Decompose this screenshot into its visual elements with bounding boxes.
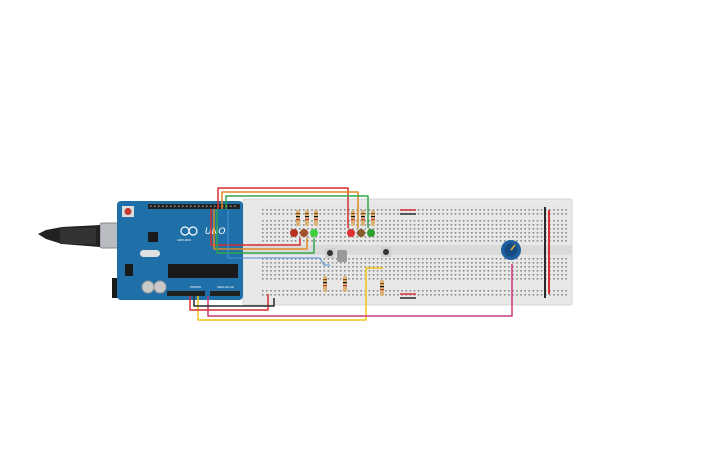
wire-orange-led-5[interactable] [213,209,308,250]
breadboard-holes [262,209,567,296]
wire-orange-led-2[interactable] [221,191,359,228]
breadboard[interactable] [242,198,573,306]
leds [290,229,375,237]
capacitor [141,280,155,294]
resistor[interactable] [361,210,365,226]
power-label: POWER [190,285,201,289]
power-header [167,291,205,296]
atmega-chip [168,264,238,278]
resistor[interactable] [296,210,300,226]
resistor[interactable] [351,210,355,226]
wire-red-led-1[interactable] [217,187,349,228]
usb-chip [148,232,158,242]
analog-header [210,291,240,296]
wire-yellow-analog[interactable] [197,267,383,321]
wire-green-led-3[interactable] [225,195,369,228]
analog-label: ANALOG IN [217,285,234,289]
led-red[interactable] [347,229,355,237]
resistor[interactable] [323,276,327,292]
led-red[interactable] [290,229,298,237]
wire-red-led-4[interactable] [210,209,301,246]
arduino-logo-label: ARDUINO [177,238,192,242]
resistor[interactable] [343,276,347,292]
resistor[interactable] [305,210,309,226]
wire-blue-button[interactable] [227,209,330,266]
resistors [296,210,384,296]
potentiometer[interactable] [501,240,521,260]
crystal [140,250,160,257]
wire-red-5v[interactable] [189,294,269,311]
capacitor [153,280,167,294]
led-orange[interactable] [300,229,308,237]
pushbuttons [325,247,391,262]
resistor[interactable] [371,210,375,226]
led-green[interactable] [310,229,318,237]
pushbutton[interactable] [381,247,391,257]
wire-black-gnd[interactable] [193,296,275,307]
led-orange[interactable] [357,229,365,237]
pushbutton[interactable] [325,248,335,258]
pushbutton[interactable] [337,250,347,262]
resistor[interactable] [314,210,318,226]
wire-green-led-6[interactable] [216,209,315,254]
resistor[interactable] [380,280,384,296]
uno-label: UNO [205,227,225,237]
led-green[interactable] [367,229,375,237]
arduino-uno-board[interactable]: UNO ARDUINO POWER ANALOG IN [38,201,243,300]
wires [189,187,513,321]
small-chip [125,264,133,276]
